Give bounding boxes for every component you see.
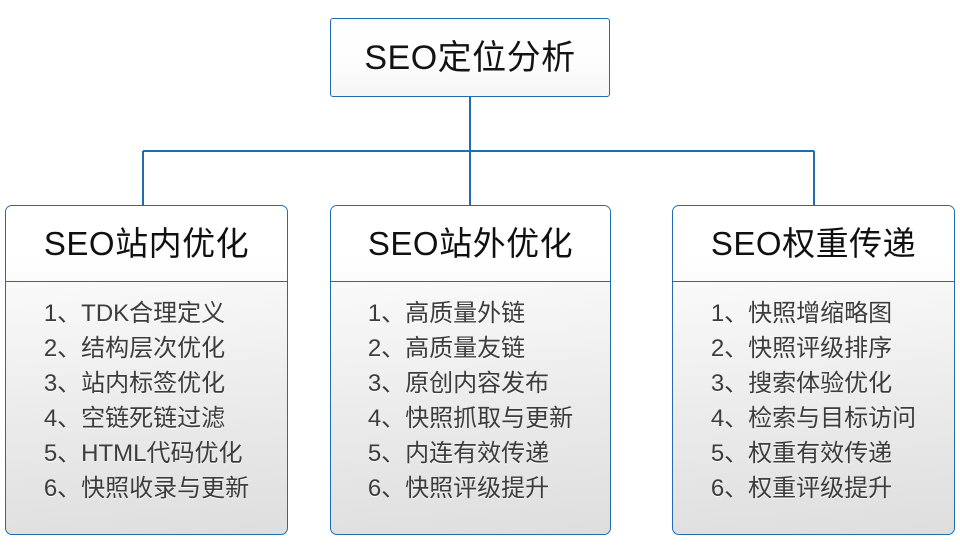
branch-1-header: SEO站内优化: [6, 206, 287, 282]
branch-node-3[interactable]: SEO权重传递 1、快照增缩略图 2、快照评级排序 3、搜索体验优化 4、检索与…: [672, 205, 955, 535]
list-item: 4、快照抓取与更新: [367, 405, 574, 432]
list-item: 4、空链死链过滤: [43, 405, 226, 432]
list-item: 2、快照评级排序: [710, 335, 893, 362]
branch-node-2[interactable]: SEO站外优化 1、高质量外链 2、高质量友链 3、原创内容发布 4、快照抓取与…: [330, 205, 611, 535]
list-item: 5、权重有效传递: [710, 440, 893, 467]
branch-3-header: SEO权重传递: [673, 206, 954, 282]
list-item: 6、权重评级提升: [710, 475, 893, 502]
branch-3-list: 1、快照增缩略图 2、快照评级排序 3、搜索体验优化 4、检索与目标访问 5、权…: [711, 296, 916, 506]
root-node-title: SEO定位分析: [364, 38, 576, 77]
list-item: 2、结构层次优化: [43, 335, 226, 362]
list-item: 5、HTML代码优化: [43, 440, 243, 467]
branch-3-title: SEO权重传递: [710, 225, 917, 262]
list-item: 3、站内标签优化: [43, 370, 226, 397]
branch-1-list: 1、TDK合理定义 2、结构层次优化 3、站内标签优化 4、空链死链过滤 5、H…: [44, 296, 249, 506]
branch-1-title: SEO站内优化: [43, 225, 250, 262]
branch-2-body: 1、高质量外链 2、高质量友链 3、原创内容发布 4、快照抓取与更新 5、内连有…: [331, 282, 610, 534]
list-item: 3、搜索体验优化: [710, 370, 893, 397]
list-item: 1、高质量外链: [367, 300, 526, 327]
root-node[interactable]: SEO定位分析: [330, 18, 610, 97]
branch-2-header: SEO站外优化: [331, 206, 610, 282]
branch-node-1[interactable]: SEO站内优化 1、TDK合理定义 2、结构层次优化 3、站内标签优化 4、空链…: [5, 205, 288, 535]
list-item: 1、TDK合理定义: [43, 300, 226, 327]
branch-2-list: 1、高质量外链 2、高质量友链 3、原创内容发布 4、快照抓取与更新 5、内连有…: [368, 296, 573, 506]
list-item: 6、快照评级提升: [367, 475, 550, 502]
list-item: 2、高质量友链: [367, 335, 526, 362]
list-item: 4、检索与目标访问: [710, 405, 917, 432]
list-item: 5、内连有效传递: [367, 440, 550, 467]
list-item: 6、快照收录与更新: [43, 475, 250, 502]
list-item: 3、原创内容发布: [367, 370, 550, 397]
branch-3-body: 1、快照增缩略图 2、快照评级排序 3、搜索体验优化 4、检索与目标访问 5、权…: [673, 282, 954, 534]
branch-2-title: SEO站外优化: [367, 225, 574, 262]
branch-1-body: 1、TDK合理定义 2、结构层次优化 3、站内标签优化 4、空链死链过滤 5、H…: [6, 282, 287, 534]
list-item: 1、快照增缩略图: [710, 300, 893, 327]
